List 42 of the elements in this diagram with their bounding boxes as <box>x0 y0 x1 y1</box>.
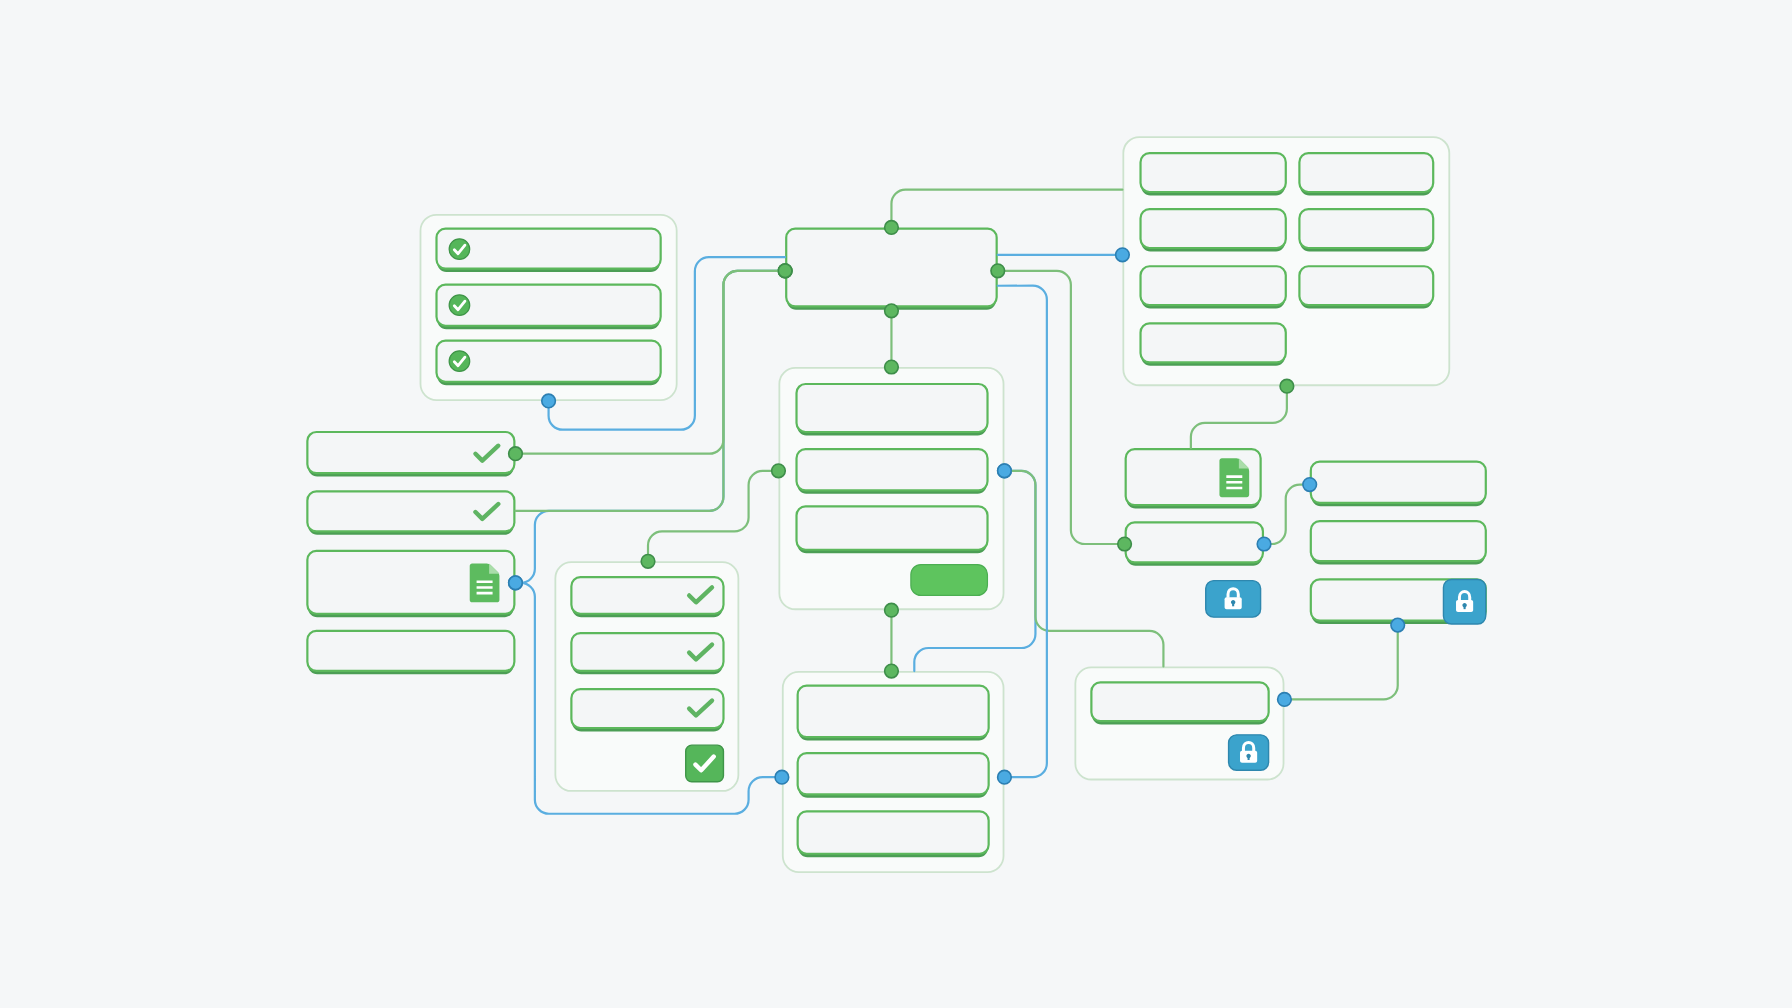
box <box>306 549 516 618</box>
connector <box>640 463 787 569</box>
list-item-box <box>795 382 989 436</box>
list-item-box <box>795 505 989 554</box>
connector <box>990 263 1133 552</box>
list-item-box <box>435 339 662 386</box>
box <box>1309 520 1487 565</box>
box <box>306 490 516 535</box>
list-item-box <box>435 283 662 330</box>
connector <box>1256 476 1318 552</box>
connector <box>883 188 1124 236</box>
connector <box>996 463 1165 668</box>
list-item-box <box>796 752 990 798</box>
connector <box>541 256 787 431</box>
connector <box>507 263 793 462</box>
list-item-box <box>570 688 725 732</box>
box <box>1309 460 1487 507</box>
connector <box>883 303 900 375</box>
list-item-box <box>570 632 725 675</box>
list-item-box <box>1298 152 1435 196</box>
list-item-box <box>795 448 989 494</box>
list-item-box <box>570 576 725 618</box>
box <box>306 629 516 675</box>
connector <box>996 247 1131 263</box>
list-item-box <box>1139 152 1287 196</box>
box <box>785 227 998 310</box>
connector <box>1189 378 1295 450</box>
list-item-box <box>435 227 662 272</box>
list-item-box <box>1090 681 1270 725</box>
box <box>306 430 516 477</box>
list-item-box <box>796 684 990 741</box>
connector <box>1276 617 1406 707</box>
list-item-box <box>1139 265 1287 309</box>
list-item-box <box>796 810 990 858</box>
connector <box>996 284 1048 785</box>
connector <box>883 602 900 679</box>
connector <box>507 575 790 815</box>
box <box>1124 521 1264 566</box>
list-item-box <box>1139 208 1287 252</box>
list-item-box <box>1298 208 1435 252</box>
list-item-box <box>1139 322 1287 366</box>
list-item-box <box>1298 265 1435 309</box>
